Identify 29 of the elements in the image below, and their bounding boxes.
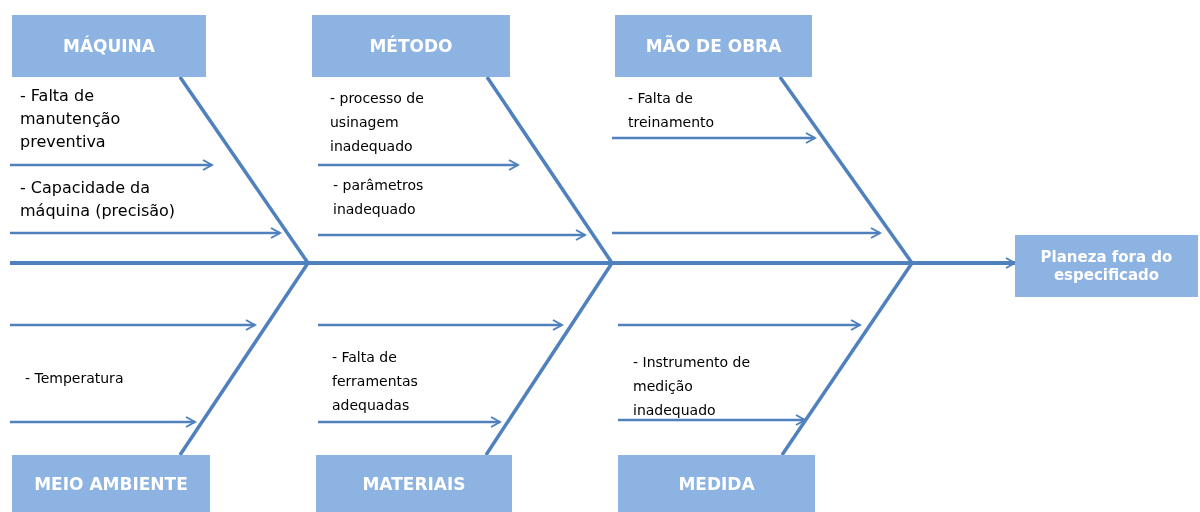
cause-text: - Instrumento de medição inadequado (633, 353, 752, 420)
cause-text: - parâmetros inadequado (333, 176, 425, 219)
bone-line (178, 262, 310, 456)
bone-line (485, 76, 614, 264)
bone-line (778, 76, 914, 264)
category-box (615, 15, 812, 77)
bone-line (178, 76, 310, 264)
bone-line (780, 262, 914, 456)
cause-text: - Falta de ferramentas adequadas (332, 348, 419, 415)
effect-label: Planeza fora do especificado (1039, 248, 1174, 284)
effect-box (1015, 235, 1198, 297)
cause-text: - Capacidade da máquina (precisão) (20, 177, 177, 222)
category-box (316, 455, 512, 512)
category-label: MÁQUINA (62, 36, 155, 56)
spine-arrow (10, 257, 1016, 269)
category-label: MÃO DE OBRA (645, 36, 782, 56)
category-label: MÉTODO (369, 36, 453, 56)
cause-text: - Falta de manutenção preventiva (20, 85, 122, 153)
bone-line (484, 262, 614, 456)
category-label: MEDIDA (678, 473, 755, 494)
cause-text: - processo de usinagem inadequado (330, 89, 425, 156)
category-box (12, 15, 206, 77)
category-label: MEIO AMBIENTE (34, 473, 188, 494)
category-box (618, 455, 815, 512)
category-box (12, 455, 210, 512)
category-label: MATERIAIS (362, 473, 466, 494)
cause-text: - Falta de treinamento (628, 89, 716, 132)
category-box (312, 15, 510, 77)
cause-text: - Temperatura (25, 369, 125, 388)
